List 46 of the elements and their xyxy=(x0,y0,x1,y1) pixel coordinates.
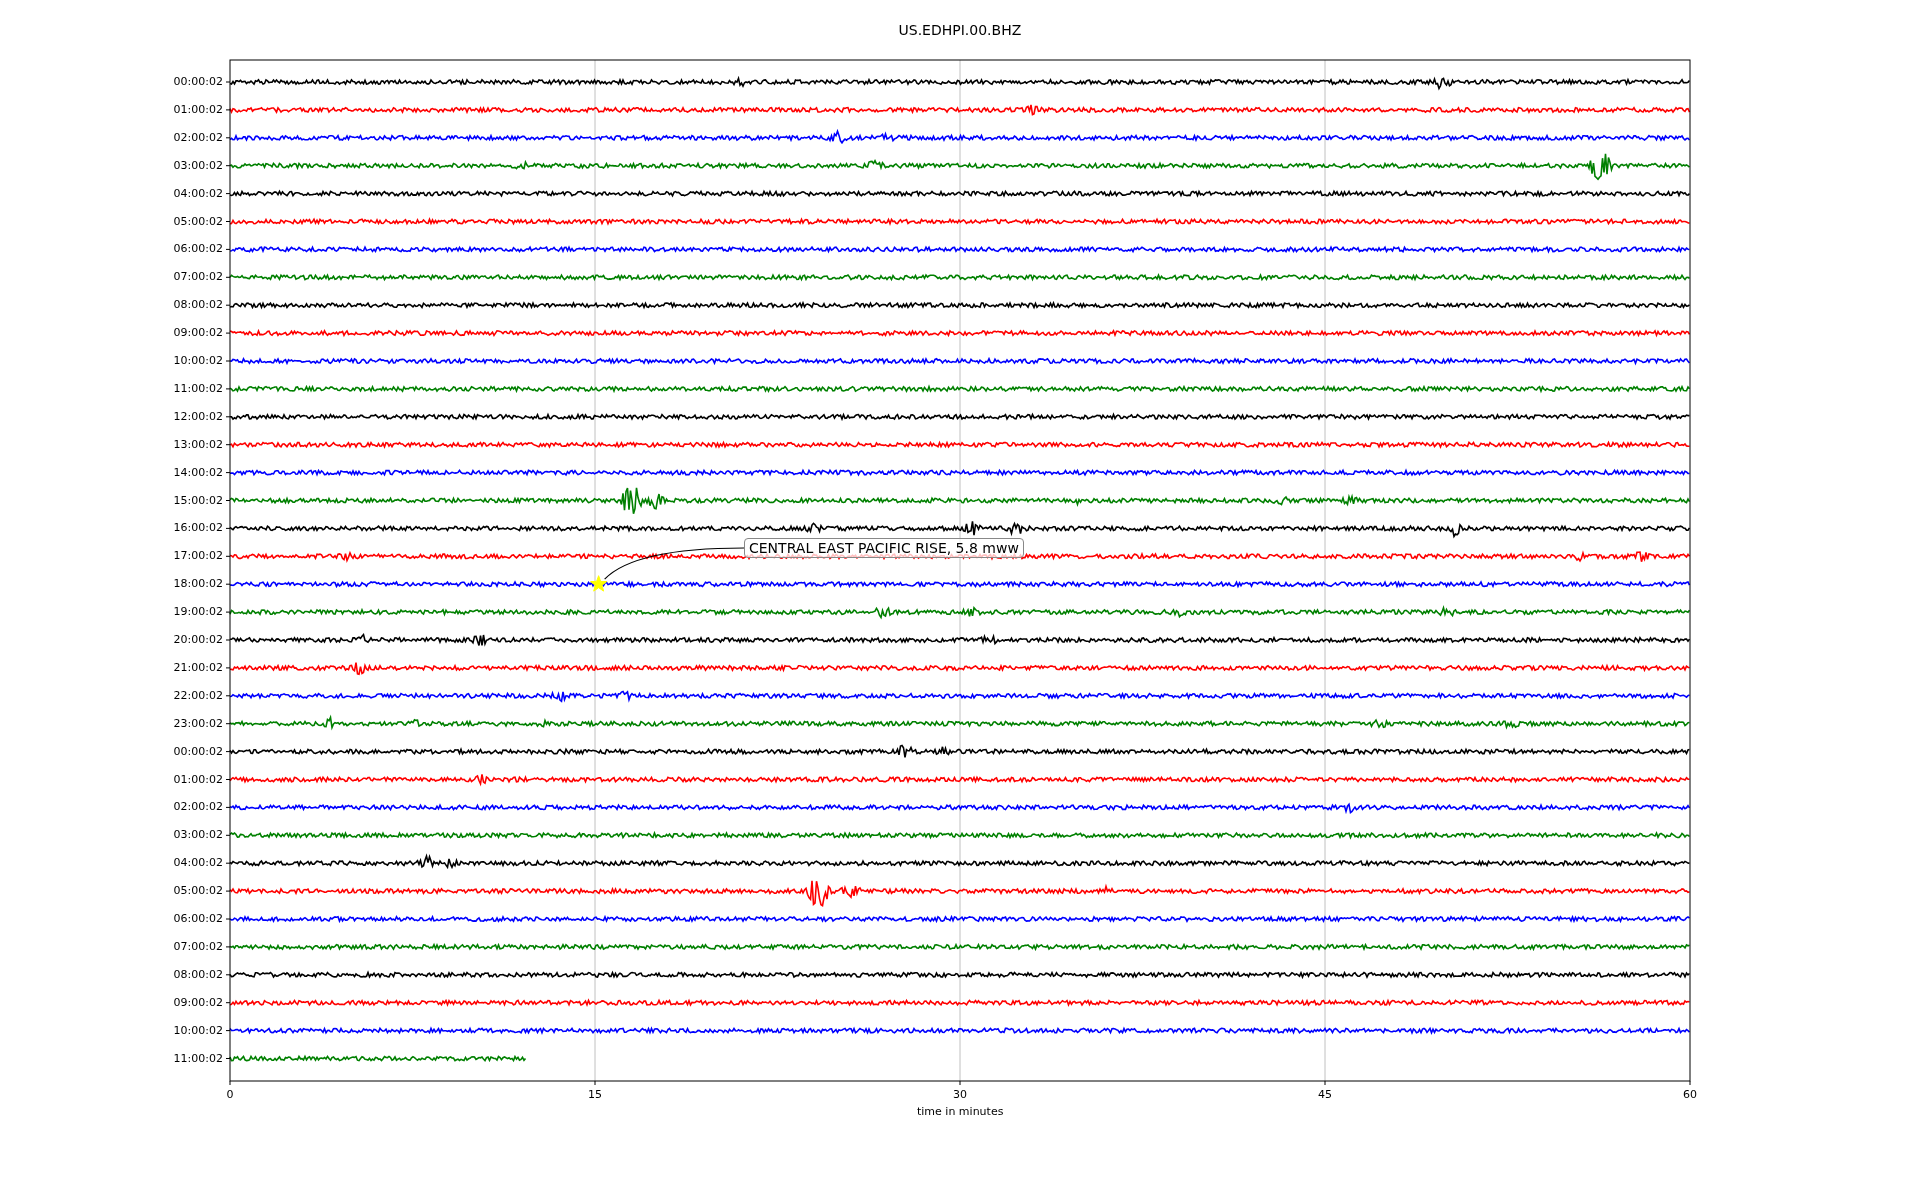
axis-tick-label: 11:00:02 xyxy=(173,1051,223,1065)
axis-tick-label: 12:00:02 xyxy=(173,409,223,423)
axis-tick-label: 03:00:02 xyxy=(173,828,223,842)
axis-tick-label: 10:00:02 xyxy=(173,1023,223,1037)
axis-tick-label: 02:00:02 xyxy=(173,800,223,814)
axis-tick-label: 00:00:02 xyxy=(173,744,223,758)
axis-tick-label: 45 xyxy=(1318,1088,1332,1101)
axis-tick-label: 19:00:02 xyxy=(173,605,223,619)
axis-tick-label: 03:00:02 xyxy=(173,158,223,172)
axis-tick-label: 08:00:02 xyxy=(173,298,223,312)
axis-tick-label: 18:00:02 xyxy=(173,577,223,591)
axis-tick-label: 04:00:02 xyxy=(173,856,223,870)
axis-tick-label: 05:00:02 xyxy=(173,214,223,228)
event-star-icon xyxy=(590,575,608,592)
axis-tick-label: 13:00:02 xyxy=(173,437,223,451)
axis-tick-label: 02:00:02 xyxy=(173,130,223,144)
axis-tick-label: 16:00:02 xyxy=(173,521,223,535)
axis-title: time in minutes xyxy=(917,1105,1004,1118)
axis-tick-label: 00:00:02 xyxy=(173,75,223,88)
axis-tick-label: 22:00:02 xyxy=(173,688,223,702)
axis-tick-label: 09:00:02 xyxy=(173,995,223,1009)
axis-tick-label: 07:00:02 xyxy=(173,939,223,953)
axis-tick-label: 23:00:02 xyxy=(173,716,223,730)
axis-tick-label: 15:00:02 xyxy=(173,493,223,507)
axis-tick-label: 01:00:02 xyxy=(173,772,223,786)
chart-title: US.EDHPI.00.BHZ xyxy=(898,22,1022,38)
annotation-label: CENTRAL EAST PACIFIC RISE, 5.8 mww xyxy=(744,538,1024,558)
axis-tick-label: 17:00:02 xyxy=(173,549,223,563)
axis-tick-label: 06:00:02 xyxy=(173,242,223,256)
axis-tick-label: 04:00:02 xyxy=(173,186,223,200)
axis-tick-label: 21:00:02 xyxy=(173,660,223,674)
axis-tick-label: 0 xyxy=(226,1088,234,1101)
axis-tick-label: 10:00:02 xyxy=(173,354,223,367)
axis-tick-label: 20:00:02 xyxy=(173,633,223,646)
axis-tick-label: 11:00:02 xyxy=(173,381,223,395)
axis-tick-label: 01:00:02 xyxy=(173,102,223,116)
axis-tick-label: 08:00:02 xyxy=(173,967,223,981)
axis-tick-label: 14:00:02 xyxy=(173,465,223,479)
axis-tick-label: 30 xyxy=(953,1088,967,1101)
axis-tick-label: 07:00:02 xyxy=(173,270,223,284)
leader-line xyxy=(604,547,745,580)
axis-tick-label: 15 xyxy=(588,1088,602,1101)
axis-tick-label: 05:00:02 xyxy=(173,884,223,898)
axis-tick-label: 60 xyxy=(1683,1088,1697,1101)
axis-tick-label: 09:00:02 xyxy=(173,326,223,340)
axis-tick-label: 06:00:02 xyxy=(173,912,223,925)
